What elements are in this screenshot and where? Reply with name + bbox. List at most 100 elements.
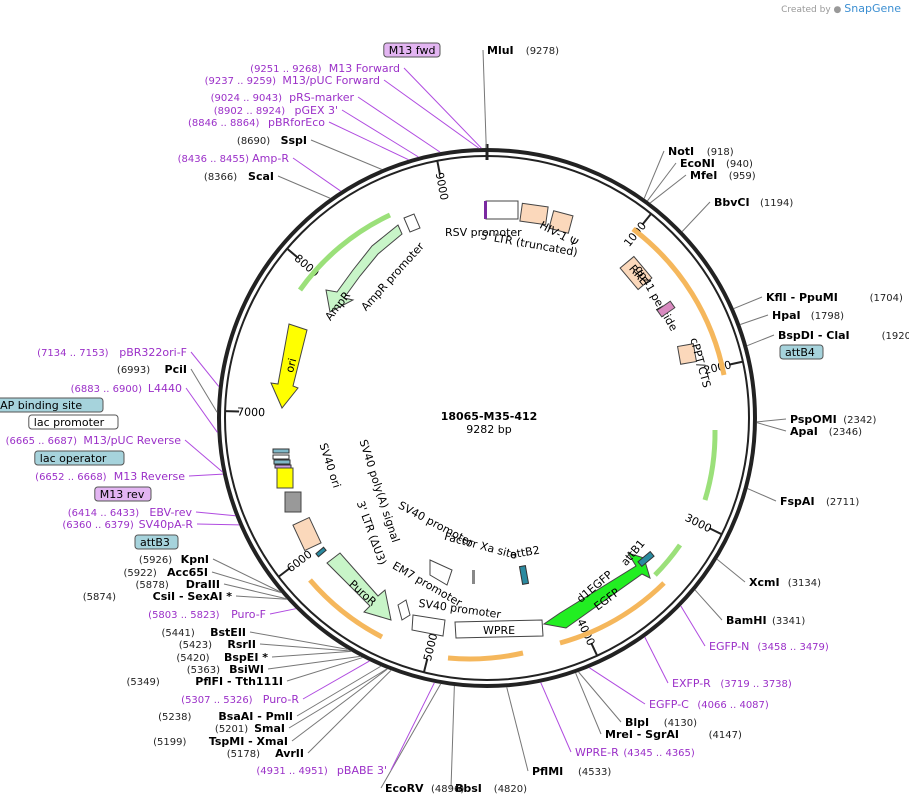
site-label-enzyme: BspEI *(5420) (176, 651, 268, 664)
site-position: (2346) (829, 427, 862, 438)
site-position: (5201) (215, 724, 248, 735)
feature-gp41 (656, 300, 676, 318)
site-label-box_blue: attB3 (134, 534, 179, 550)
feature-tag-text: lac promoter (34, 416, 105, 429)
leader-line (291, 668, 388, 742)
site-position: (6414 .. 6433) (68, 508, 140, 519)
site-label-enzyme: MfeI(959) (690, 169, 756, 182)
feature-tag-text: M13 rev (100, 488, 145, 501)
site-label-enzyme: BamHI(3341) (726, 614, 805, 627)
site-position: (8902 .. 8924) (214, 106, 286, 117)
feature-tag-box (34, 450, 125, 466)
site-label-enzyme: RsrII(5423) (179, 638, 256, 651)
site-position: (2342) (843, 415, 876, 426)
feature-sv40-promoter-lower (411, 614, 446, 637)
primer-name: Amp-R (252, 152, 289, 165)
leader-line (277, 175, 331, 199)
leader-line (747, 488, 777, 502)
feature-ori (270, 323, 308, 409)
site-label-primer: M13 Forward(9251 .. 9268) (250, 62, 400, 75)
leader-line (307, 670, 392, 754)
site-position: (6883 .. 6900) (71, 384, 143, 395)
ring-tick-label: 9000 (433, 171, 451, 201)
site-label-primer: pRS-marker(9024 .. 9043) (211, 91, 355, 104)
feature-tag-box (28, 414, 119, 430)
ring-tick-mark (277, 567, 291, 578)
leader-line (578, 671, 622, 723)
leader-line (184, 439, 223, 473)
leader-line (643, 150, 665, 199)
arc-lenti-4 (308, 578, 384, 640)
ring-tick-label: 5000 (421, 632, 440, 662)
feature-sv40-promoter-upper (429, 559, 453, 586)
leader-line (756, 422, 787, 432)
site-label-enzyme: EcoNI(940) (680, 157, 753, 170)
site-label-primer: pBR322ori-F(7134 .. 7153) (37, 346, 187, 359)
arc-green-ampr-outer (297, 212, 392, 292)
arc-lenti-3 (447, 650, 524, 662)
leader-line (259, 643, 351, 652)
ring-tick-mark (641, 213, 652, 226)
leader-line (575, 672, 602, 735)
ring-tick-mark (728, 360, 744, 366)
enzyme-name: BamHI (726, 614, 767, 627)
site-position: (5420) (176, 653, 209, 664)
site-label-primer: M13/pUC Reverse(6665 .. 6687) (6, 434, 182, 447)
primer-name: M13 Reverse (114, 470, 185, 483)
site-position: (8366) (204, 172, 237, 183)
site-position: (6993) (117, 365, 150, 376)
plasmid-length: 9282 bp (466, 423, 511, 436)
leader-line (506, 687, 529, 772)
site-label-primer: EXFP-R(3719 .. 3738) (672, 677, 792, 690)
site-label-primer: pBRforEco(8846 .. 8864) (188, 116, 325, 129)
site-label-enzyme: BbvCI(1194) (714, 196, 793, 209)
site-label-box_blue: CAP binding site (0, 397, 104, 413)
primer-name: Puro-F (231, 608, 266, 621)
leader-line (267, 655, 361, 670)
site-label-primer: Puro-R(5307 .. 5326) (181, 693, 299, 706)
site-label-box_purple: M13 fwd (383, 42, 441, 58)
label-gp41: gp41 peptide (632, 263, 680, 333)
site-position: (5349) (127, 677, 160, 688)
feature-tag-box (0, 397, 104, 413)
leader-line (271, 650, 352, 658)
leader-line (196, 523, 240, 526)
leader-line (296, 665, 382, 717)
site-position: (8846 .. 8864) (188, 118, 260, 129)
leader-line (188, 473, 223, 477)
site-label-enzyme: PflFI - Tth111I (5349) (127, 675, 283, 688)
feature-sv40-ori (284, 491, 302, 513)
site-position: (6360 .. 6379) (62, 520, 134, 531)
leader-line (328, 121, 409, 161)
site-position: (940) (726, 159, 753, 170)
arc-green-right-2 (653, 543, 683, 577)
site-position: (5307 .. 5326) (181, 695, 253, 706)
enzyme-name: PflFI - Tth111I (195, 675, 283, 688)
site-position: (1704) (870, 293, 903, 304)
watermark-brand: SnapGene (844, 2, 901, 15)
site-position: (4820) (494, 784, 527, 795)
site-position: (3458 .. 3479) (757, 642, 829, 653)
leader-line (740, 314, 769, 325)
leader-line (680, 605, 706, 647)
site-label-enzyme: PspOMI(2342) (790, 413, 877, 426)
label-wpre: WPRE (483, 624, 515, 637)
label-ori: ori (283, 357, 299, 374)
feature-ampr-promoter (403, 213, 421, 233)
site-label-enzyme: BstEII(5441) (162, 626, 246, 639)
site-label-enzyme: Acc65I(5922) (124, 566, 208, 579)
enzyme-name: PciI (165, 363, 187, 376)
enzyme-name: NotI (668, 145, 694, 158)
enzyme-name: BspDI - ClaI (778, 329, 850, 342)
site-label-primer: L4440(6883 .. 6900) (71, 382, 182, 395)
primer-name: SV40pA-R (139, 518, 194, 531)
label-sv40-ori: SV40 ori (317, 441, 344, 489)
leader-line (223, 583, 287, 600)
enzyme-name: KflI - PpuMI (766, 291, 838, 304)
leader-line (647, 162, 677, 202)
site-label-enzyme: BlpI(4130) (625, 716, 697, 729)
feature-sv40-polya (276, 467, 294, 489)
site-position: (6665 .. 6687) (6, 436, 78, 447)
leader-line (211, 571, 282, 594)
